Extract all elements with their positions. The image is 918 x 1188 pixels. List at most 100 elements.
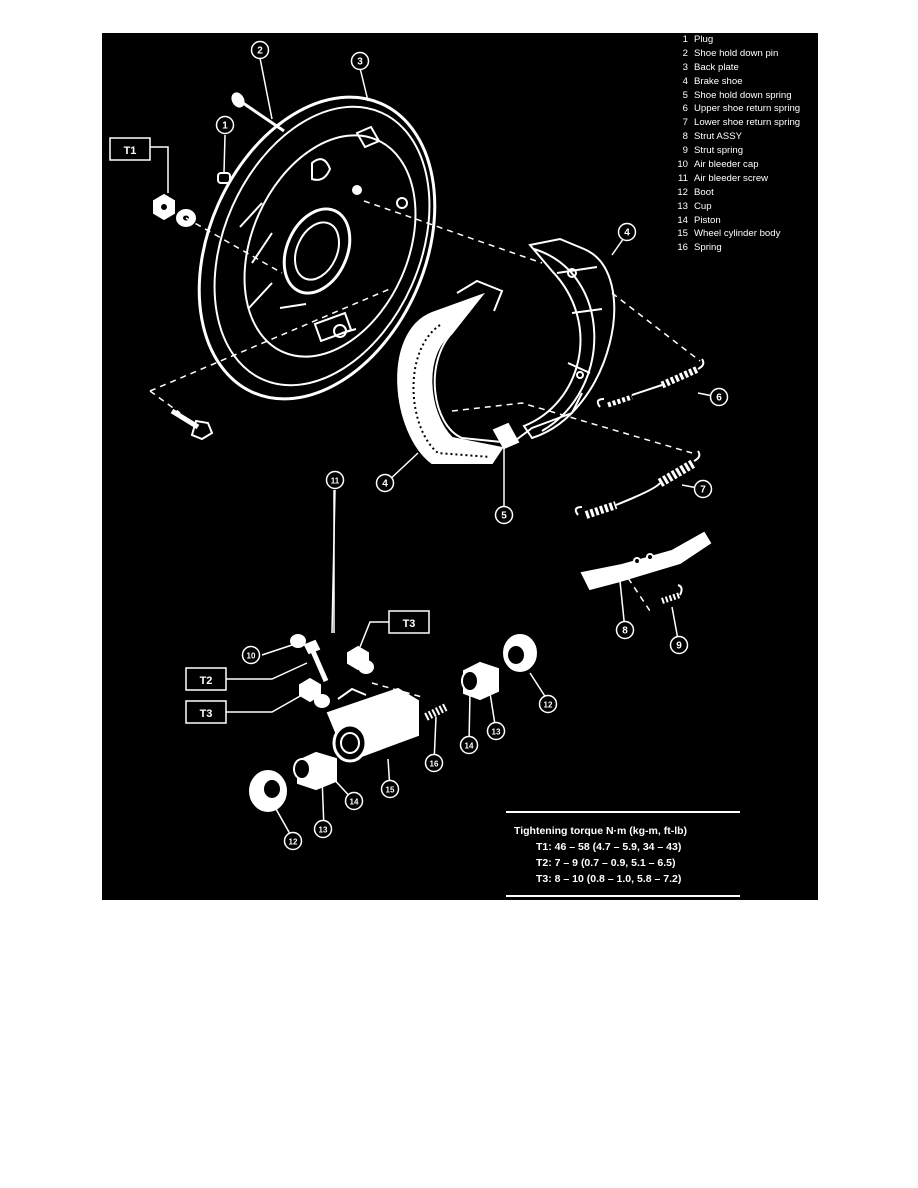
callout-circle — [424, 753, 444, 773]
strut-spring — [661, 584, 683, 604]
legend-row: 8 Strut ASSY — [668, 130, 818, 144]
legend-number: 16 — [677, 242, 688, 254]
legend-part-name: Shoe hold down pin — [694, 47, 779, 59]
callout-14: 14 — [459, 735, 479, 755]
callout-circle — [350, 51, 370, 71]
callout-5: 5 — [494, 505, 514, 525]
legend-part-name: Plug — [694, 34, 714, 45]
callout-circle — [617, 222, 637, 242]
shoe-hold-down-spring — [492, 422, 520, 483]
strut-assembly — [580, 531, 712, 591]
callout-number: 13 — [492, 728, 501, 737]
legend-number: 4 — [682, 75, 688, 87]
legend-number: 9 — [682, 145, 688, 157]
legend-number: 12 — [677, 186, 688, 198]
legend-part-name: Spring — [694, 242, 722, 254]
callout-4: 4 — [617, 222, 637, 242]
legend-part-name: Lower shoe return spring — [694, 117, 801, 129]
callout-number: 16 — [430, 760, 439, 769]
callout-circle — [215, 115, 235, 135]
callout-13: 13 — [486, 721, 506, 741]
callout-number: 13 — [319, 826, 328, 835]
callout-number: 8 — [622, 626, 628, 637]
callout-16: 16 — [424, 753, 444, 773]
legend-part-name: Wheel cylinder body — [694, 228, 781, 240]
assembly-lines — [149, 200, 701, 698]
callout-circle — [313, 819, 333, 839]
tag-t3-lower: T3 — [185, 694, 303, 724]
t3-top-nut — [347, 645, 374, 674]
callout-number: 14 — [465, 742, 474, 751]
callout-circle — [375, 473, 395, 493]
legend-number: 14 — [677, 214, 688, 226]
callout-number: 10 — [247, 652, 256, 661]
legend-number: 1 — [682, 34, 688, 45]
callout-number: 4 — [624, 228, 630, 239]
shoe-hold-down-pin — [231, 92, 285, 133]
legend-part-name: Strut ASSY — [694, 131, 742, 143]
callout-6: 6 — [709, 387, 729, 407]
callout-14: 14 — [344, 791, 364, 811]
tag-t3-upper-label: T3 — [403, 618, 416, 630]
tag-t3-lower-label: T3 — [200, 708, 213, 720]
torque-box: Tightening torque N·m (kg-m, ft-lb) T1: … — [506, 811, 740, 897]
callout-circle — [459, 735, 479, 755]
callout-circle — [615, 620, 635, 640]
callout-13: 13 — [313, 819, 333, 839]
callout-number: 2 — [257, 46, 263, 57]
tag-t2: T2 — [185, 662, 308, 691]
legend-number: 7 — [682, 117, 688, 129]
legend-row: 4 Brake shoe — [668, 75, 818, 89]
tag-t3-upper: T3 — [359, 610, 430, 648]
legend-number: 11 — [678, 172, 688, 184]
callout-3: 3 — [350, 51, 370, 71]
tag-t2-label: T2 — [200, 675, 213, 687]
legend-part-name: Piston — [694, 214, 721, 226]
t3-lower-nut — [299, 677, 330, 708]
legend-part-name: Back plate — [694, 61, 739, 73]
brake-shoe-rear — [522, 237, 616, 440]
tag-t1: T1 — [109, 137, 169, 193]
legend-row: 6 Upper shoe return spring — [668, 102, 818, 116]
callout-circle — [241, 645, 261, 665]
callout-number: 12 — [544, 701, 553, 710]
callout-number: 6 — [716, 393, 722, 404]
callout-number: 5 — [501, 511, 507, 522]
callout-circle — [494, 505, 514, 525]
legend-part-name: Cup — [694, 200, 712, 212]
wheel-cylinder-body — [326, 687, 419, 763]
bottom-bolt — [170, 408, 214, 441]
legend-number: 6 — [682, 103, 688, 115]
callout-number: 12 — [289, 838, 298, 847]
torque-title: Tightening torque N·m (kg-m, ft-lb) — [514, 825, 688, 837]
callout-15: 15 — [380, 779, 400, 799]
callout-circle — [380, 779, 400, 799]
legend-row: 1 Plug — [668, 33, 818, 47]
legend-part-name: Upper shoe return spring — [694, 103, 801, 115]
callout-circle — [344, 791, 364, 811]
callout-group: 12 3 4 4 5 6 7 8 9 10 11 12 12 13 13 14 14 15 16 — [215, 40, 729, 851]
callout-number: 11 — [331, 477, 340, 486]
tag-t1-label: T1 — [124, 145, 137, 157]
torque-row-t3: T3: 8 – 10 (0.8 – 1.0, 5.8 – 7.2) — [536, 873, 682, 885]
legend-part-name: Air bleeder screw — [694, 172, 769, 184]
diagram-artwork: T1 T2 T3 T3 12 3 4 4 5 6 7 8 9 10 11 12 12 13 13 14 14 15… — [109, 40, 729, 851]
callout-circle — [250, 40, 270, 60]
legend-part-name: Air bleeder cap — [694, 159, 759, 171]
callout-number: 9 — [676, 641, 682, 652]
callout-10: 10 — [241, 645, 261, 665]
legend-number: 8 — [682, 131, 688, 143]
callout-number: 7 — [700, 485, 706, 496]
callout-number: 3 — [357, 57, 363, 68]
right-piston-cup-boot — [461, 634, 537, 701]
callout-circle — [693, 479, 713, 499]
callout-circle — [538, 694, 558, 714]
legend-part-name: Brake shoe — [694, 75, 743, 87]
